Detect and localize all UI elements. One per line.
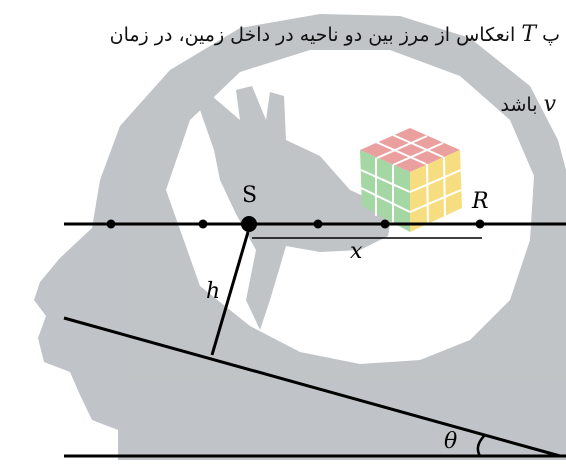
dip-angle-arc bbox=[476, 434, 486, 457]
cube-illustration bbox=[360, 128, 462, 232]
problem-text-line-2: v باشد bbox=[501, 92, 556, 117]
source-dot bbox=[241, 216, 257, 232]
geophone-dot bbox=[106, 219, 116, 229]
depth-label: h bbox=[206, 279, 220, 304]
problem-text-suffix: پ bbox=[542, 24, 560, 46]
geophone-dot bbox=[313, 219, 323, 229]
watermark-head-illustration bbox=[34, 14, 566, 460]
time-variable: T bbox=[521, 22, 537, 47]
problem-text-word: باشد bbox=[500, 94, 538, 116]
problem-text-line-1: پ T انعکاس از مرز بین دو ناحیه در داخل ز… bbox=[110, 22, 560, 47]
receiver-label: R bbox=[471, 189, 489, 214]
problem-text-prefix: انعکاس از مرز بین دو ناحیه در داخل زمین،… bbox=[109, 24, 516, 46]
receiver-dot bbox=[475, 219, 485, 229]
geophone-dot bbox=[198, 219, 208, 229]
depth-line bbox=[210, 231, 250, 356]
source-label: S bbox=[242, 183, 257, 208]
dipping-interface-line bbox=[63, 316, 561, 458]
angle-label: θ bbox=[444, 429, 457, 454]
velocity-variable: v bbox=[543, 92, 556, 117]
geophone-dot bbox=[380, 219, 390, 229]
offset-label: x bbox=[350, 239, 363, 264]
